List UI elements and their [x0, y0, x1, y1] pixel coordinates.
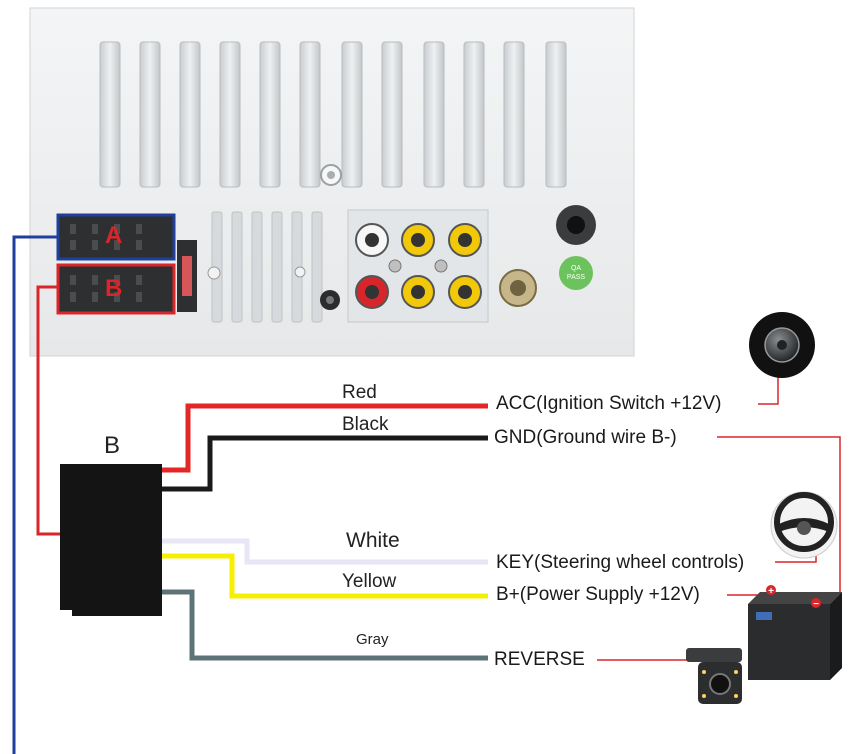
qa-pass-badge [559, 256, 593, 290]
qa-badge-line2: PASS [567, 274, 585, 281]
terminal-bplus: B+(Power Supply +12V) [496, 584, 700, 605]
reverse-camera-icon [686, 648, 742, 704]
wire-white [162, 538, 488, 565]
battery-icon [748, 585, 842, 680]
battery-plus-label: + [768, 586, 774, 597]
terminal-key: KEY(Steering wheel controls) [496, 552, 745, 573]
harness-label: B [104, 432, 121, 459]
terminal-gnd: GND(Ground wire B-) [494, 427, 677, 448]
wire-yellow [162, 553, 488, 599]
connector-b-label: B [105, 275, 123, 302]
connector-b-lead [36, 285, 62, 536]
wire-label-black: Black [342, 414, 389, 435]
connector-a-lead [12, 235, 58, 754]
wire-gray [162, 589, 488, 661]
heatsink-fins [99, 41, 567, 188]
wire-label-white: White [346, 529, 400, 552]
terminal-acc: ACC(Ignition Switch +12V) [496, 393, 722, 414]
battery-minus-label: − [813, 599, 819, 610]
steering-wheel-icon [770, 491, 838, 559]
ignition-switch-icon [749, 312, 815, 378]
wire-label-yellow: Yellow [342, 571, 397, 592]
rca-jacks [347, 209, 489, 323]
connector-b [56, 263, 176, 315]
wire-label-red: Red [342, 382, 377, 403]
radio-rear-panel: QA PASS [29, 7, 635, 357]
connector-a-label: A [105, 222, 123, 249]
qa-badge-line1: QA [571, 265, 581, 272]
wire-black [162, 435, 488, 492]
screw-icon [207, 266, 221, 280]
connector-a [56, 213, 176, 261]
screw-icon [294, 266, 306, 278]
wire-label-gray: Gray [356, 631, 389, 648]
wire-red [162, 403, 488, 473]
harness-block [60, 464, 162, 616]
terminal-reverse: REVERSE [494, 649, 585, 670]
